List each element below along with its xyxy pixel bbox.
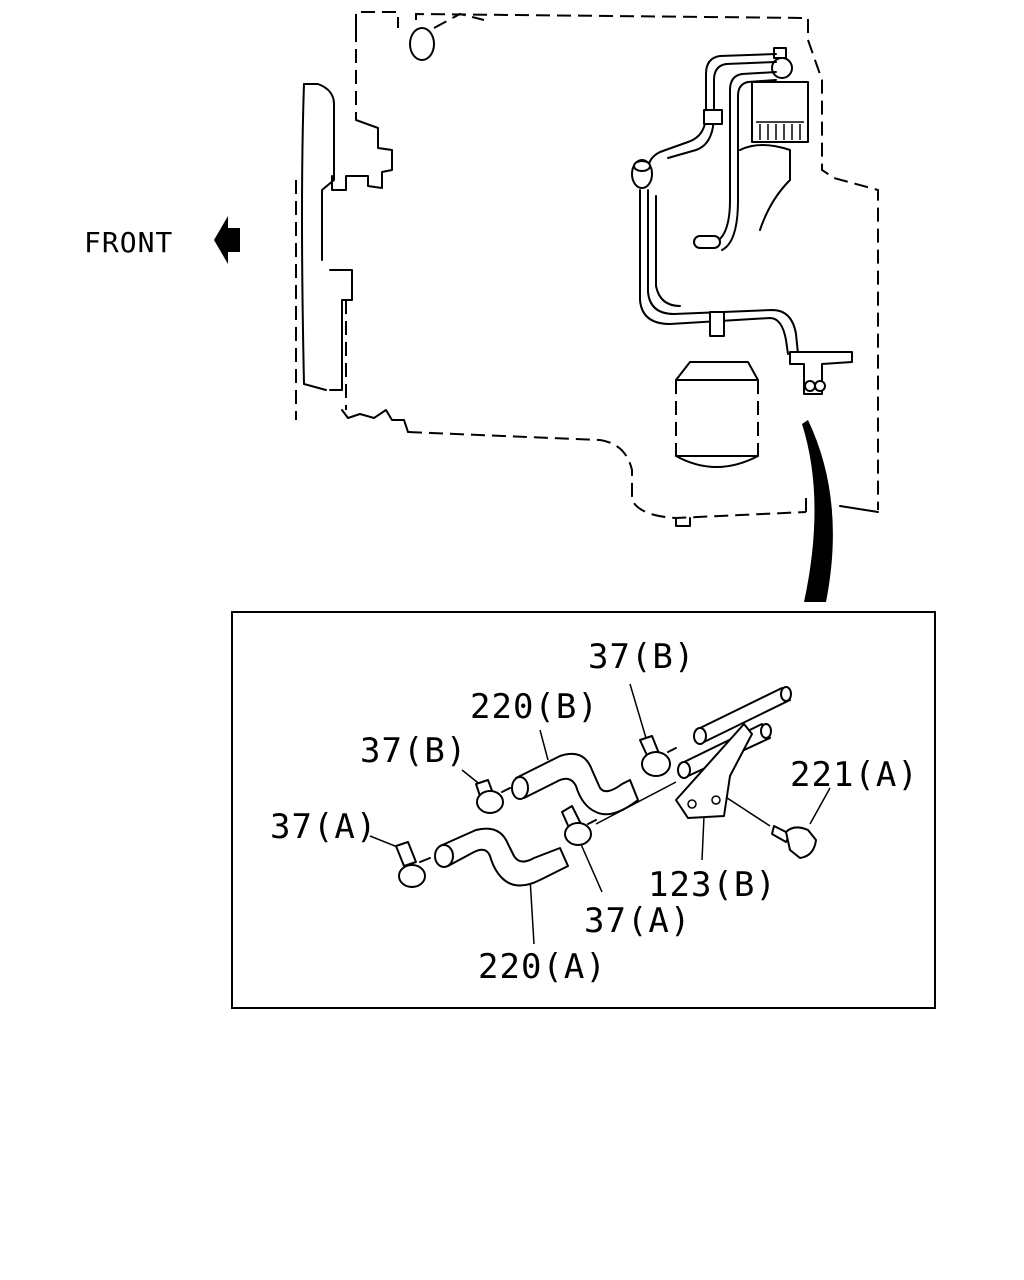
front-arrow-icon: [214, 216, 240, 264]
label-221a: 221(A): [790, 755, 919, 795]
bolt-221a: [771, 825, 817, 859]
label-220a: 220(A): [478, 947, 607, 987]
front-label: FRONT: [84, 226, 173, 259]
label-123b: 123(B): [648, 865, 777, 905]
label-37b-left: 37(B): [360, 731, 467, 771]
engine-outline: [295, 11, 879, 527]
label-37a-left: 37(A): [270, 807, 377, 847]
clamp-37b-top: [639, 735, 677, 777]
fuel-filter: [739, 47, 809, 231]
clamp-37a-left: [395, 841, 431, 888]
bracket-123b: [675, 723, 753, 819]
clamp-37a-mid: [561, 805, 597, 846]
label-37a-bottom: 37(A): [584, 901, 691, 941]
oil-filter: [675, 361, 759, 468]
label-37b-top: 37(B): [588, 637, 695, 677]
hose-220b: [511, 752, 639, 816]
detail-frame: [231, 611, 936, 1009]
callout-pointer: [802, 420, 833, 602]
fuel-pipes: [631, 53, 853, 395]
hose-220a: [434, 827, 569, 887]
clamp-37b-left: [475, 779, 511, 814]
label-220b: 220(B): [470, 687, 599, 727]
